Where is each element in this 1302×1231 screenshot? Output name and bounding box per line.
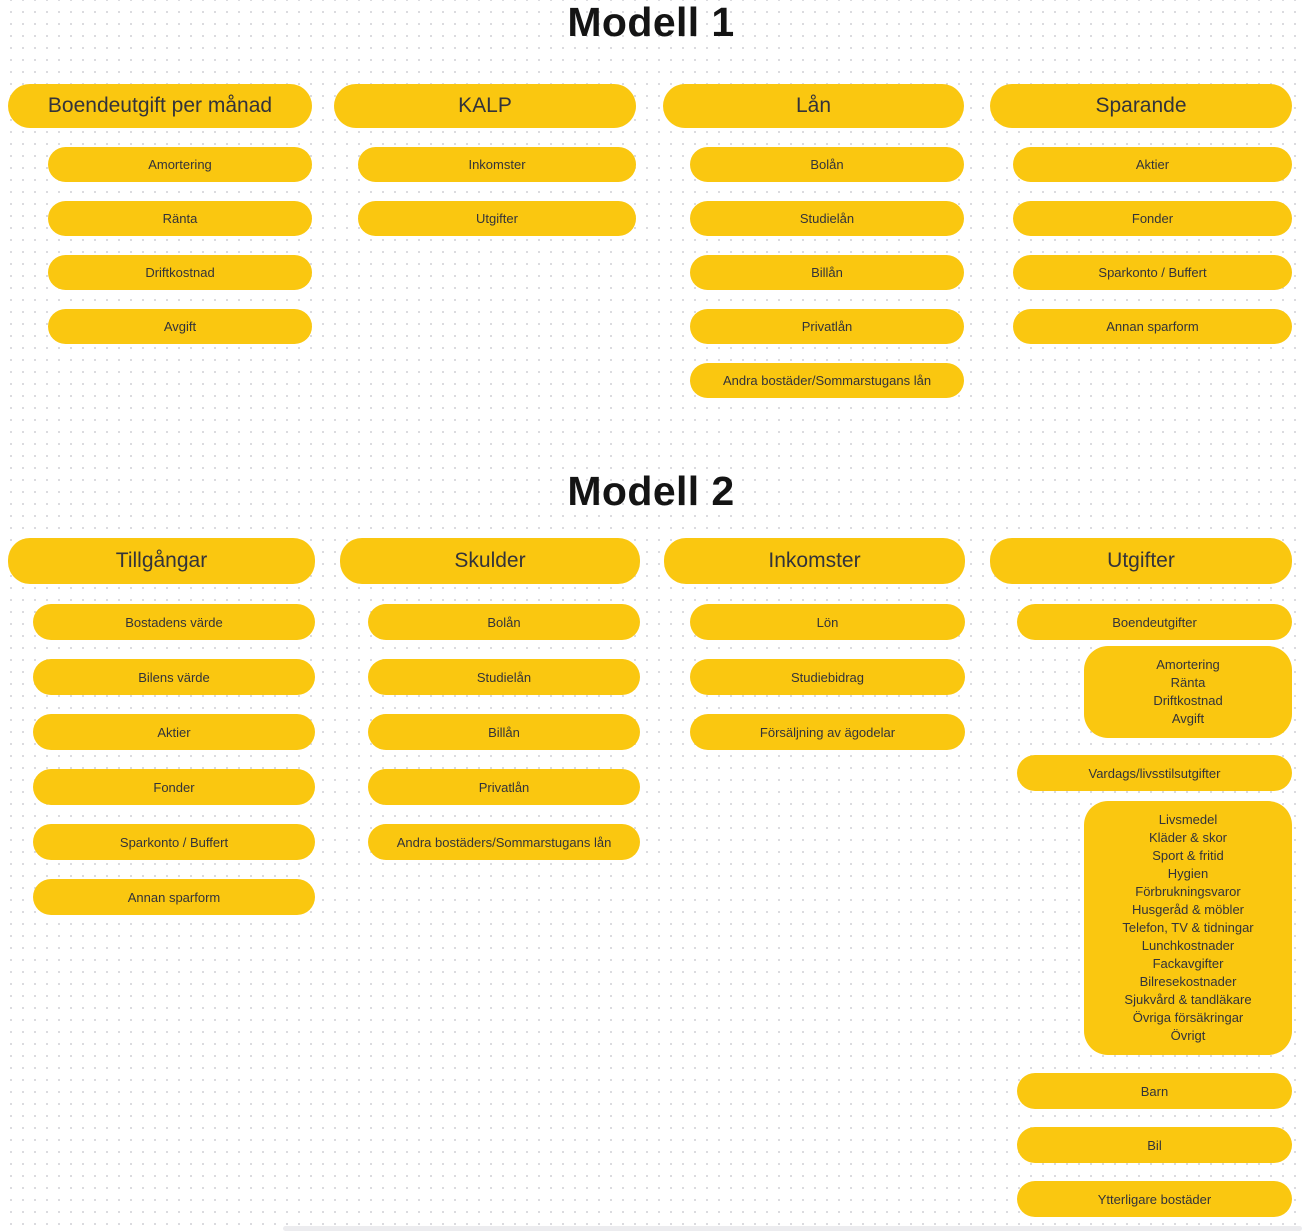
model2-column-skulder: Skulder Bolån Studielån Billån Privatlån… [340, 538, 640, 860]
shape-studiebidrag: Studiebidrag [690, 659, 965, 695]
shape-studielan: Studielån [368, 659, 640, 695]
column-header-sparande: Sparande [990, 84, 1292, 128]
shape-amortering: Amortering [48, 147, 312, 182]
shape-lon: Lön [690, 604, 965, 640]
column-header-tillgangar: Tillgångar [8, 538, 315, 584]
shape-andra-bostader-lan: Andra bostäder/Sommarstugans lån [690, 363, 964, 398]
shape-avgift: Avgift [48, 309, 312, 344]
shape-annan-sparform: Annan sparform [1013, 309, 1292, 344]
model1-column-lan: Lån Bolån Studielån Billån Privatlån And… [663, 84, 964, 398]
shape-billan: Billån [690, 255, 964, 290]
model1-column-boendeutgift: Boendeutgift per månad Amortering Ränta … [8, 84, 312, 344]
shape-bolan: Bolån [690, 147, 964, 182]
column-header-utgifter: Utgifter [990, 538, 1292, 584]
column-header-boendeutgift: Boendeutgift per månad [8, 84, 312, 128]
shape-utgifter: Utgifter [358, 201, 636, 236]
column-header-inkomster: Inkomster [664, 538, 965, 584]
block-boendeutgift-detaljer: Amortering Ränta Driftkostnad Avgift [1084, 646, 1292, 738]
model1-column-sparande: Sparande Aktier Fonder Sparkonto / Buffe… [990, 84, 1292, 344]
shape-privatlan: Privatlån [690, 309, 964, 344]
shape-billan: Billån [368, 714, 640, 750]
model2-column-utgifter: Utgifter Boendeutgifter Amortering Ränta… [990, 538, 1292, 1217]
shape-ranta: Ränta [48, 201, 312, 236]
shape-studielan: Studielån [690, 201, 964, 236]
model1-column-kalp: KALP Inkomster Utgifter [334, 84, 636, 236]
model1-title: Modell 1 [567, 0, 735, 45]
shape-boendeutgifter: Boendeutgifter [1017, 604, 1292, 640]
shape-barn: Barn [1017, 1073, 1292, 1109]
block-vardagsutgift-detaljer: Livsmedel Kläder & skor Sport & fritid H… [1084, 801, 1292, 1055]
model2-title: Modell 2 [567, 468, 735, 514]
shape-bolan: Bolån [368, 604, 640, 640]
shape-bil: Bil [1017, 1127, 1292, 1163]
shape-vardagsutgifter: Vardags/livsstilsutgifter [1017, 755, 1292, 791]
shape-aktier: Aktier [1013, 147, 1292, 182]
shape-fonder: Fonder [1013, 201, 1292, 236]
shape-sparkonto-buffert: Sparkonto / Buffert [33, 824, 315, 860]
horizontal-scrollbar[interactable] [283, 1226, 1302, 1231]
shape-driftkostnad: Driftkostnad [48, 255, 312, 290]
shape-bostadens-varde: Bostadens värde [33, 604, 315, 640]
shape-andra-bostaders-lan: Andra bostäders/Sommarstugans lån [368, 824, 640, 860]
shape-aktier: Aktier [33, 714, 315, 750]
shape-forsaljning-agodelar: Försäljning av ägodelar [690, 714, 965, 750]
shape-fonder: Fonder [33, 769, 315, 805]
column-header-lan: Lån [663, 84, 964, 128]
shape-bilens-varde: Bilens värde [33, 659, 315, 695]
shape-privatlan: Privatlån [368, 769, 640, 805]
shape-annan-sparform: Annan sparform [33, 879, 315, 915]
model2-column-tillgangar: Tillgångar Bostadens värde Bilens värde … [8, 538, 315, 915]
shape-ytterligare-bostader: Ytterligare bostäder [1017, 1181, 1292, 1217]
shape-inkomster: Inkomster [358, 147, 636, 182]
column-header-skulder: Skulder [340, 538, 640, 584]
column-header-kalp: KALP [334, 84, 636, 128]
shape-sparkonto-buffert: Sparkonto / Buffert [1013, 255, 1292, 290]
model2-column-inkomster: Inkomster Lön Studiebidrag Försäljning a… [664, 538, 965, 750]
